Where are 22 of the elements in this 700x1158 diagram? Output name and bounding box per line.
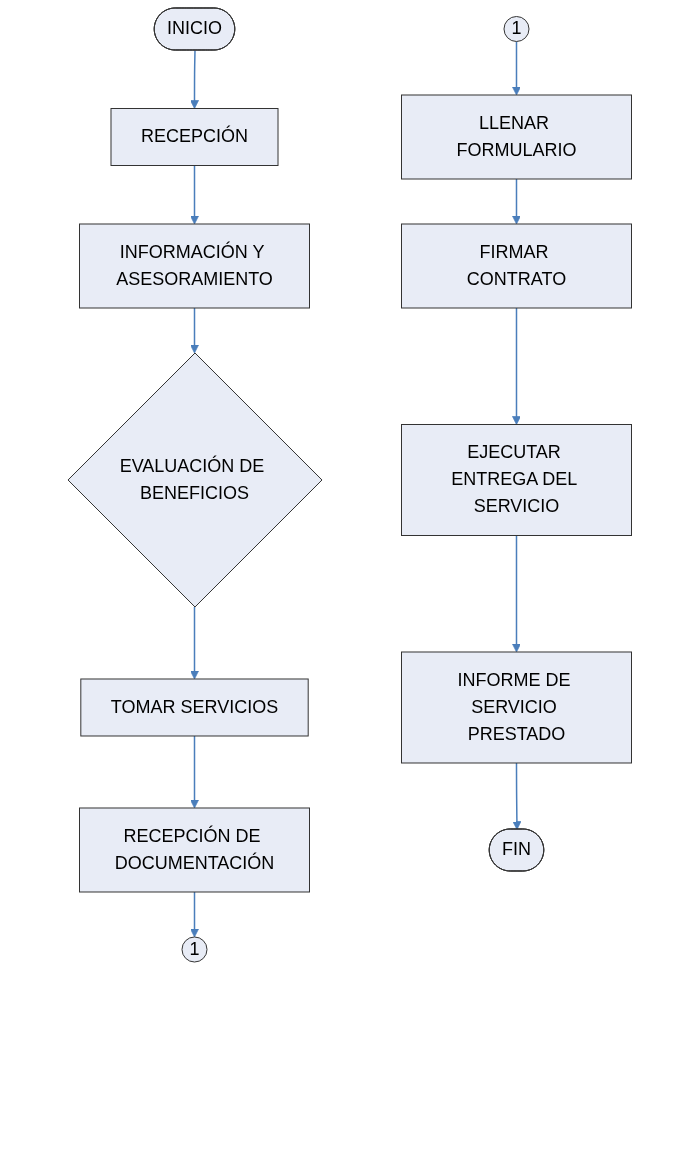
node-diamond: EVALUACIÓN DE BENEFICIOS bbox=[67, 352, 323, 608]
arrow bbox=[190, 606, 200, 680]
arrow bbox=[190, 891, 200, 938]
node-box: INFORMACIÓN Y ASESORAMIENTO bbox=[79, 223, 311, 309]
arrow bbox=[512, 762, 522, 830]
arrow bbox=[190, 735, 200, 809]
arrow bbox=[190, 164, 200, 225]
node-box: TOMAR SERVICIOS bbox=[80, 678, 309, 737]
arrow bbox=[512, 307, 522, 425]
arrow bbox=[190, 49, 200, 109]
node-box: EJECUTAR ENTREGA DEL SERVICIO bbox=[401, 424, 633, 536]
node-box: LLENAR FORMULARIO bbox=[401, 94, 633, 180]
arrow bbox=[512, 40, 522, 96]
node-circle: 1 bbox=[503, 16, 530, 42]
node-circle: 1 bbox=[181, 936, 208, 963]
node-box: RECEPCIÓN bbox=[110, 108, 279, 166]
arrow bbox=[512, 534, 522, 653]
arrow bbox=[512, 178, 522, 225]
arrow bbox=[190, 307, 200, 354]
node-box: RECEPCIÓN DE DOCUMENTACIÓN bbox=[79, 807, 311, 893]
node-box: FIRMAR CONTRATO bbox=[401, 223, 633, 309]
node-box: INFORME DE SERVICIO PRESTADO bbox=[401, 651, 633, 764]
